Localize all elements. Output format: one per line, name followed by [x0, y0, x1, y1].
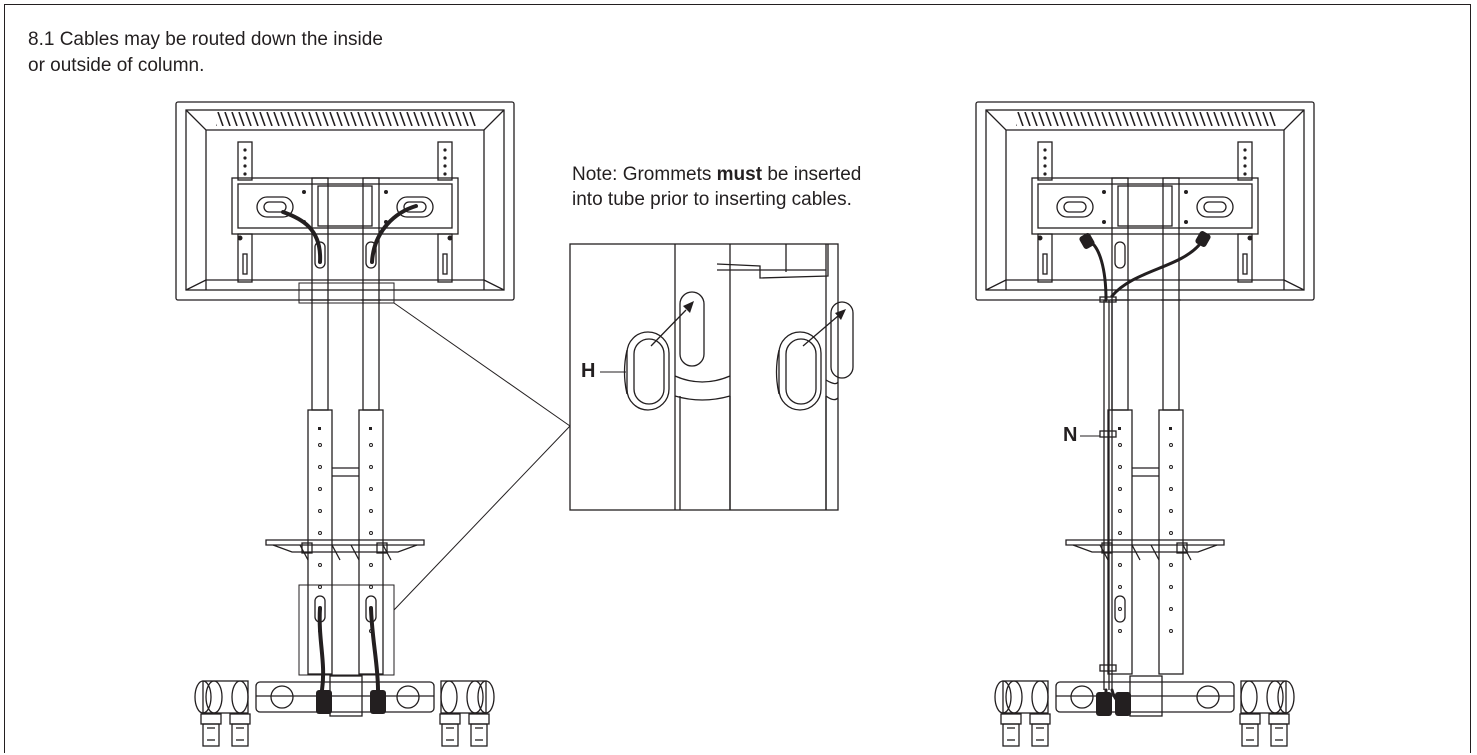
grommet-detail-inset: [569, 243, 854, 511]
instruction-frame: [4, 4, 1471, 753]
grommet-note: Note: Grommets must be inserted into tub…: [572, 162, 872, 212]
cable-tie-label: N: [1063, 424, 1078, 446]
step-instruction: 8.1 Cables may be routed down the inside…: [28, 29, 383, 76]
note-emphasis: must: [716, 164, 763, 185]
grommet-label: H: [581, 360, 596, 382]
note-suffix: be inserted into tube prior to inserting…: [572, 164, 862, 210]
note-prefix: Note: Grommets: [572, 164, 717, 185]
stand-cables-inside: [175, 101, 571, 747]
stand-cables-outside: [975, 101, 1315, 747]
